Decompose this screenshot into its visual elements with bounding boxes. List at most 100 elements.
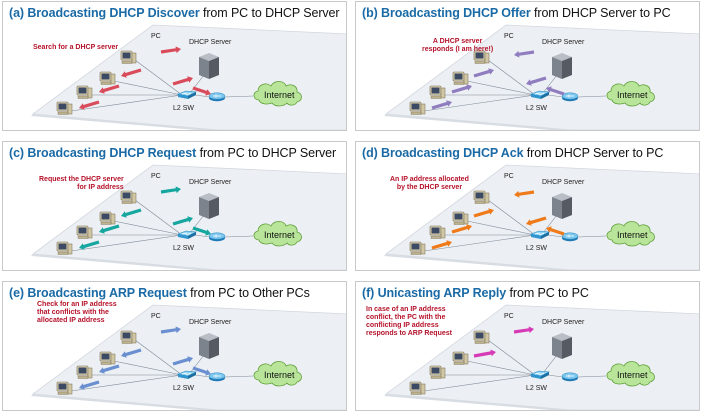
packet-arrow (160, 46, 181, 54)
packet-arrow (172, 216, 193, 226)
packet-arrow (526, 76, 547, 86)
pc-icon (99, 211, 116, 225)
switch-label: L2 SW (173, 385, 194, 392)
pc-icon (452, 71, 469, 85)
pc-icon (429, 225, 446, 239)
router-icon (208, 232, 226, 242)
pc-icon (56, 381, 73, 395)
pc-label: PC (151, 173, 161, 180)
pc-icon (56, 241, 73, 255)
l2-switch-icon (176, 90, 198, 99)
internet-cloud-icon: Internet (253, 221, 302, 247)
pc-icon (473, 50, 490, 64)
network-scene: Internet PC DHCP Server L2 SW (3, 302, 346, 410)
l2-switch-icon (529, 370, 551, 379)
panel-d: (d) Broadcasting DHCP Ack from DHCP Serv… (355, 141, 700, 271)
pc-icon (99, 351, 116, 365)
floor-edge (384, 254, 571, 270)
packet-arrow (451, 84, 472, 94)
internet-cloud-icon: Internet (606, 221, 655, 247)
l2-switch-icon (529, 90, 551, 99)
packet-arrow (546, 86, 565, 96)
pc-label: PC (504, 313, 514, 320)
panel-e: (e) Broadcasting ARP Request from PC to … (2, 281, 347, 411)
packet-arrow (526, 216, 547, 226)
internet-label: Internet (617, 90, 648, 100)
panel-title: (c) Broadcasting DHCP Request from PC to… (9, 146, 337, 160)
panel-f: (f) Unicasting ARP Reply from PC to PC I… (355, 281, 700, 411)
floor-edge (384, 114, 571, 130)
panel-title: (a) Broadcasting DHCP Discover from PC t… (9, 6, 340, 20)
panel-title: (e) Broadcasting ARP Request from PC to … (9, 286, 310, 300)
panel-note: In case of an IP address conflict, the P… (366, 306, 452, 337)
panel-title: (b) Broadcasting DHCP Offer from DHCP Se… (362, 6, 671, 20)
network-links (70, 199, 254, 252)
pc-icon (99, 71, 116, 85)
network-links (70, 339, 254, 392)
pc-icon (56, 101, 73, 115)
router-icon (208, 92, 226, 102)
packet-arrow (79, 240, 100, 250)
switch-label: L2 SW (526, 245, 547, 252)
packet-arrow (431, 240, 452, 250)
packet-arrow (473, 208, 494, 218)
l2-switch-icon (176, 370, 198, 379)
dhcp-server-icon (199, 193, 219, 219)
network-links (423, 59, 607, 112)
packet-arrow (172, 356, 193, 366)
panel-title: (d) Broadcasting DHCP Ack from DHCP Serv… (362, 146, 664, 160)
router-icon (561, 92, 579, 102)
pc-icon (429, 365, 446, 379)
internet-label: Internet (617, 370, 648, 380)
packet-arrow (473, 349, 496, 358)
internet-label: Internet (264, 230, 295, 240)
internet-cloud-icon: Internet (606, 361, 655, 387)
panel-a: (a) Broadcasting DHCP Discover from PC t… (2, 1, 347, 131)
server-label: DHCP Server (189, 179, 232, 186)
dhcp-server-icon (199, 53, 219, 79)
l2-switch-icon (529, 230, 551, 239)
pc-icon (452, 211, 469, 225)
pc-icon (120, 330, 137, 344)
pc-icon (409, 381, 426, 395)
server-label: DHCP Server (542, 179, 585, 186)
floor-edge (384, 394, 571, 410)
pc-label: PC (504, 33, 514, 40)
panel-note: A DHCP server responds (I am here!) (422, 38, 494, 53)
pc-label: PC (504, 173, 514, 180)
internet-cloud-icon: Internet (253, 361, 302, 387)
packet-arrow (431, 100, 452, 110)
packet-arrow (79, 380, 100, 390)
pc-label: PC (151, 313, 161, 320)
pc-icon (429, 85, 446, 99)
panel-b: (b) Broadcasting DHCP Offer from DHCP Se… (355, 1, 700, 131)
pc-label: PC (151, 33, 161, 40)
packet-arrow (192, 226, 211, 236)
packet-arrow (121, 208, 142, 218)
router-icon (561, 372, 579, 382)
packet-arrow (79, 100, 100, 110)
network-links (423, 339, 607, 392)
packet-arrow (514, 50, 535, 58)
packet-arrow (451, 224, 472, 234)
switch-label: L2 SW (173, 245, 194, 252)
l2-switch-icon (176, 230, 198, 239)
packet-arrow (121, 68, 142, 78)
panel-title: (f) Unicasting ARP Reply from PC to PC (362, 286, 589, 300)
packet-arrow (546, 226, 565, 236)
server-label: DHCP Server (542, 319, 585, 326)
panel-note: Request the DHCP server for IP address (39, 176, 124, 191)
internet-label: Internet (617, 230, 648, 240)
panel-note: Search for a DHCP server (33, 44, 119, 51)
server-label: DHCP Server (189, 319, 232, 326)
pc-icon (76, 225, 93, 239)
packet-arrow (473, 68, 494, 78)
pc-icon (473, 330, 490, 344)
internet-label: Internet (264, 370, 295, 380)
packet-arrow (121, 348, 142, 358)
internet-cloud-icon: Internet (606, 81, 655, 107)
network-links (70, 59, 254, 112)
floor-edge (31, 394, 218, 410)
